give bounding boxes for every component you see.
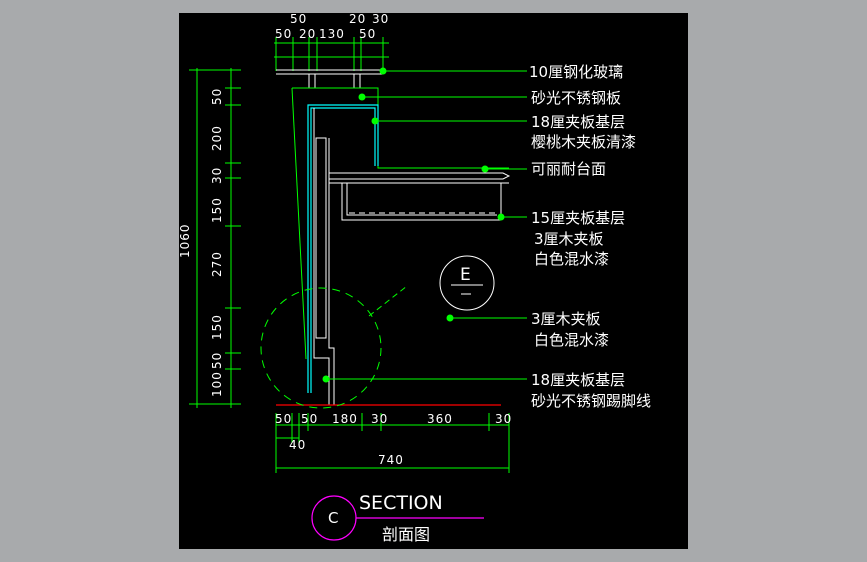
label-stainless-panel: 砂光不锈钢板 [531,89,621,107]
top-dim-1: 50 [290,13,307,26]
bottom-dim-4: 30 [371,412,388,426]
left-dim-3: 30 [210,167,224,184]
left-dim-5: 270 [210,251,224,277]
section-subtitle: 剖面图 [382,525,430,544]
bottom-dim-5: 360 [427,412,453,426]
left-dim-6: 150 [210,314,224,340]
bottom-dim-3: 180 [332,412,358,426]
label-plywood-18-b: 18厘夹板基层 [531,371,625,389]
label-white-paint: 白色混水漆 [534,250,609,268]
bottom-dim-7: 40 [289,438,306,452]
label-veneer-3: 3厘木夹板 [534,230,604,248]
top-dim-6: 130 [319,27,345,41]
left-dim-8: 100 [210,371,224,397]
detail-marker-circle [439,255,495,311]
label-veneer-3-b: 3厘木夹板 [531,310,601,328]
label-plywood-18: 18厘夹板基层 [531,113,625,131]
left-dim-1: 50 [210,88,224,105]
section-title: SECTION [359,492,443,514]
left-dim-2: 200 [210,125,224,151]
top-dimensions: 50 20 30 50 20 130 50 [274,13,389,71]
left-dim-total: 1060 [179,223,192,258]
section-marker-label: C [328,509,338,527]
detail-marker-label: E [460,265,471,285]
section-title-block: C SECTION 剖面图 [311,492,484,544]
section-drawing: 50 20 30 50 20 130 50 1060 50 200 30 150… [179,13,651,544]
bottom-dim-6: 30 [495,412,512,426]
label-stainless-skirting: 砂光不锈钢踢脚线 [531,392,651,410]
cabinet-section [276,69,511,406]
bottom-dimensions: 50 50 180 30 360 30 40 740 [275,412,512,473]
detail-callout: E [260,255,495,409]
drawing-canvas: 50 20 30 50 20 130 50 1060 50 200 30 150… [179,13,688,549]
bottom-dim-total: 740 [378,453,404,467]
label-white-paint-b: 白色混水漆 [534,331,609,349]
material-labels: 10厘钢化玻璃 砂光不锈钢板 18厘夹板基层 樱桃木夹板清漆 可丽耐台面 15厘… [529,63,651,410]
label-corian-top: 可丽耐台面 [531,160,606,178]
bottom-dim-1: 50 [275,412,292,426]
top-dim-7: 50 [359,27,376,41]
top-dim-4: 50 [275,27,292,41]
leader-lines [322,67,527,383]
left-dim-7: 50 [210,352,224,369]
left-dim-4: 150 [210,197,224,223]
top-dim-5: 20 [299,27,316,41]
top-dim-3: 30 [372,13,389,26]
bottom-dim-2: 50 [301,412,318,426]
label-cherry-veneer: 樱桃木夹板清漆 [531,133,636,151]
left-dimensions: 1060 50 200 30 150 270 150 50 100 [179,68,241,408]
label-plywood-15: 15厘夹板基层 [531,209,625,227]
label-tempered-glass: 10厘钢化玻璃 [529,63,623,81]
top-dim-2: 20 [349,13,366,26]
